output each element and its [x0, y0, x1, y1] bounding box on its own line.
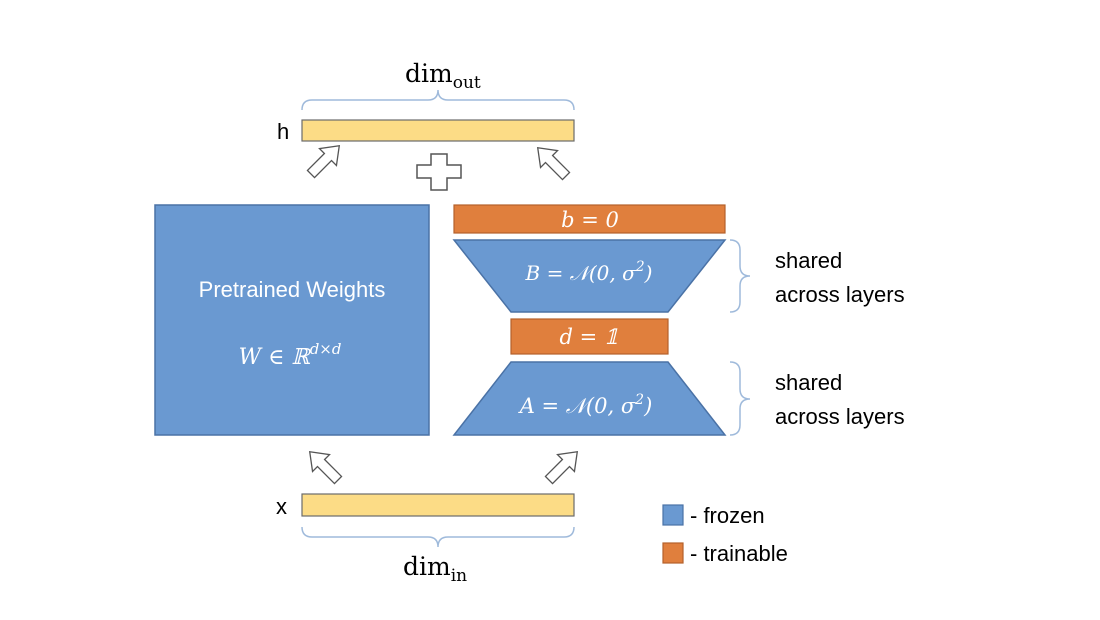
dim-in-label: dimin [403, 552, 467, 586]
plus-icon [416, 153, 462, 191]
pretrained-weights-formula: W ∈ ℝd×d [239, 340, 342, 370]
shared-note-A-line1: shared [775, 370, 842, 395]
pretrained-weights-box [154, 204, 430, 436]
square-trainable-icon [662, 542, 684, 564]
arrow-lora-to-h [536, 146, 571, 181]
legend-frozen-label: - frozen [690, 503, 765, 528]
matrix-A [452, 361, 727, 436]
legend-trainable-label: - trainable [690, 541, 788, 566]
arrow-icon [306, 144, 341, 179]
bias-b-label: b = 0 [561, 208, 619, 232]
matrix-A-label: A = 𝒩(0, σ2) [518, 392, 653, 418]
square-frozen-icon [662, 504, 684, 526]
x-vector [301, 493, 575, 517]
shared-note-A-line2: across layers [775, 404, 905, 429]
shared-note-B-line2: across layers [775, 282, 905, 307]
shared-note-B-line1: shared [775, 248, 842, 273]
h-vector [301, 119, 575, 142]
matrix-B [452, 239, 727, 313]
arrow-icon [308, 450, 343, 485]
arrow-pretrained-to-h [306, 144, 341, 179]
scale-d-label: d = 𝟙 [559, 325, 618, 349]
dim-in-brace [301, 526, 575, 548]
scale-d-bar [510, 318, 669, 355]
arrow-icon [544, 450, 579, 485]
arrow-icon [536, 146, 571, 181]
shared-brace-A [729, 361, 751, 436]
matrix-B-label: B = 𝒩(0, σ2) [525, 259, 653, 285]
arrow-x-to-lora [544, 450, 579, 485]
dim-out-label: dimout [405, 59, 481, 93]
arrow-x-to-pretrained [308, 450, 343, 485]
x-label: x [276, 494, 287, 519]
h-label: h [277, 119, 289, 144]
bias-b-bar [453, 204, 726, 234]
shared-brace-B [729, 239, 751, 313]
pretrained-weights-title: Pretrained Weights [199, 277, 386, 302]
dim-out-brace [301, 89, 575, 111]
